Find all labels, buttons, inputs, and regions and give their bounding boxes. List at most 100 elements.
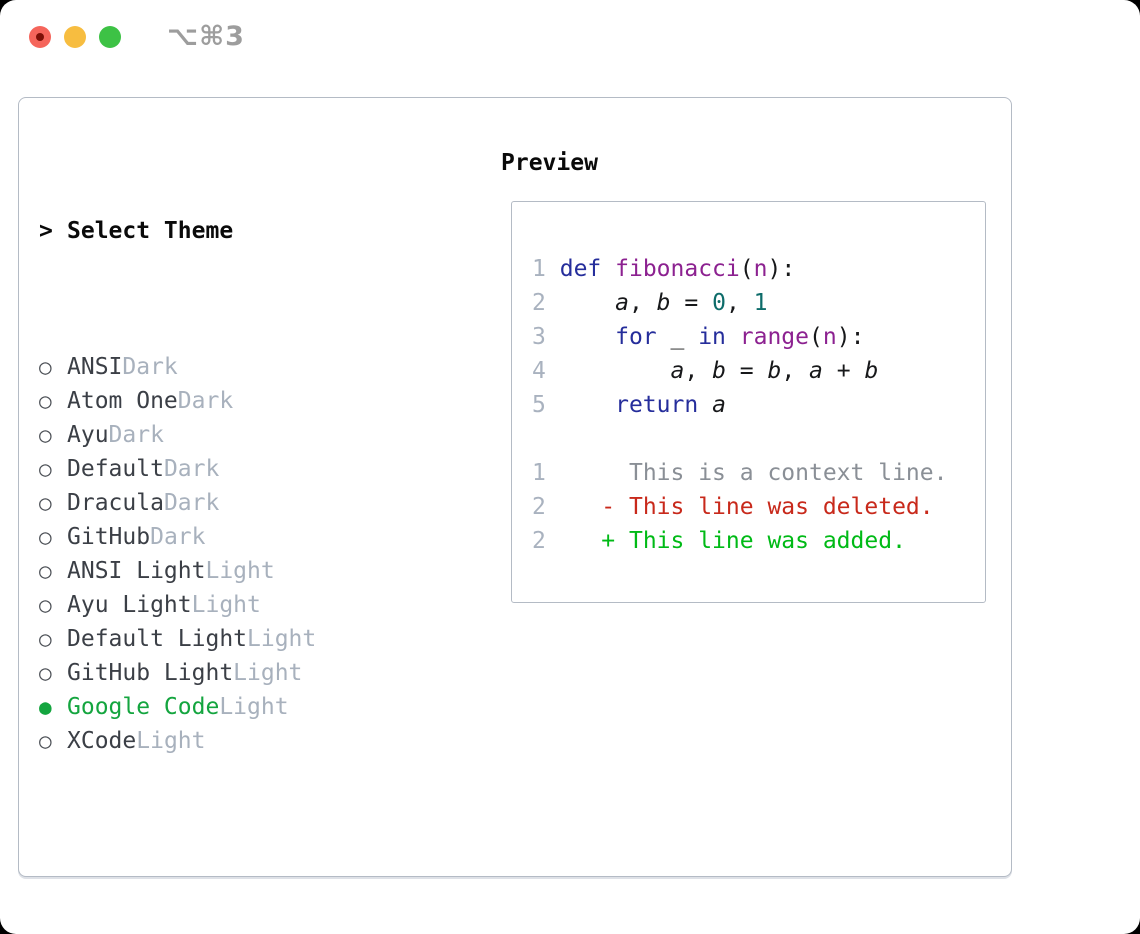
radio-icon: ○ <box>39 729 52 753</box>
diff-marker: - <box>601 494 616 520</box>
theme-option[interactable]: ○Default Dark <box>39 452 475 486</box>
code-token: ( <box>809 324 823 350</box>
preview-title: Preview <box>501 150 598 176</box>
theme-option-name: Dracula <box>67 490 164 516</box>
code-token: ): <box>836 324 865 350</box>
code-line: 1 def fibonacci(n): <box>532 252 947 286</box>
theme-option-name: XCode <box>67 728 137 754</box>
line-number: 2 <box>532 528 546 554</box>
theme-variant-badge: Light <box>233 660 303 686</box>
code-token: for <box>615 324 657 350</box>
radio-icon: ○ <box>39 525 52 549</box>
code-token: ): <box>767 256 796 282</box>
theme-picker-panel: > Select Theme ○ANSI Dark○Atom One Dark○… <box>18 97 1012 877</box>
window-shortcut-label: ⌥⌘3 <box>167 21 245 52</box>
theme-option[interactable]: ○ GitHub Dark <box>39 520 475 554</box>
theme-option-name: Google Code <box>67 694 220 720</box>
radio-icon: ○ <box>39 661 52 685</box>
diff-text: This line was deleted. <box>628 494 934 520</box>
theme-option[interactable]: ○Default Light Light <box>39 622 475 656</box>
theme-variant-badge: Dark <box>177 388 234 414</box>
theme-variant-badge: Dark <box>150 524 206 550</box>
code-token: , <box>628 290 657 316</box>
theme-option[interactable]: ○Ayu Light Light <box>39 588 475 622</box>
theme-variant-badge: Dark <box>163 490 220 516</box>
line-number: 5 <box>532 392 546 418</box>
select-theme-header: > Select Theme <box>39 214 475 248</box>
theme-variant-badge: Dark <box>163 456 220 482</box>
code-token <box>601 256 615 282</box>
code-token: in <box>698 324 726 350</box>
theme-variant-badge: Light <box>205 558 275 584</box>
diff-line: 2 + This line was added. <box>532 524 947 558</box>
theme-option-name: ANSI <box>67 354 123 380</box>
code-token <box>560 290 615 316</box>
diff-marker <box>601 460 615 486</box>
cursor-indicator: > <box>39 218 53 244</box>
code-token: b <box>864 358 879 384</box>
code-token: n <box>822 324 837 350</box>
code-token: n <box>753 256 768 282</box>
line-number: 1 <box>532 460 546 486</box>
zoom-button[interactable] <box>99 26 121 48</box>
code-token: , <box>781 358 810 384</box>
code-token: a <box>712 392 726 418</box>
line-number: 3 <box>532 324 546 350</box>
diff-line: 2 - This line was deleted. <box>532 490 947 524</box>
theme-variant-badge: Dark <box>108 422 164 448</box>
theme-option-name: ANSI Light <box>67 558 206 584</box>
theme-option-name: Ayu <box>67 422 109 448</box>
radio-icon: ○ <box>39 627 52 651</box>
theme-option[interactable]: ○ Atom One Dark <box>39 384 475 418</box>
theme-option-name: GitHub Light <box>67 660 234 686</box>
theme-option[interactable]: ○ ANSI Dark <box>39 350 475 384</box>
theme-options-group: ○ANSI Dark○Atom One Dark○Ayu Dark○Defaul… <box>39 350 475 758</box>
theme-option-name: GitHub <box>67 524 151 550</box>
theme-variant-badge: Light <box>136 728 206 754</box>
code-token: , <box>725 290 754 316</box>
code-token: 0 <box>712 290 726 316</box>
theme-option[interactable]: ●Google Code Light <box>39 690 475 724</box>
radio-icon: ○ <box>39 423 52 447</box>
theme-variant-badge: Dark <box>122 354 178 380</box>
code-token: a <box>809 358 823 384</box>
radio-icon: ○ <box>39 457 52 481</box>
code-token: _ <box>656 324 699 350</box>
theme-option[interactable]: ○Dracula Dark <box>39 486 475 520</box>
code-line: 5 return a <box>532 388 947 422</box>
theme-variant-badge: Light <box>247 626 317 652</box>
radio-icon: ○ <box>39 593 52 617</box>
theme-variant-badge: Light <box>191 592 261 618</box>
code-token: ( <box>739 256 754 282</box>
code-line: 4 a, b = b, a + b <box>532 354 947 388</box>
theme-option[interactable]: ○ XCode Light <box>39 724 475 758</box>
code-token: = <box>725 358 768 384</box>
line-number: 1 <box>532 256 546 282</box>
code-token <box>560 358 671 384</box>
code-token: + <box>822 358 865 384</box>
code-token: b <box>767 358 782 384</box>
line-number: 2 <box>532 290 546 316</box>
radio-icon: ○ <box>39 559 52 583</box>
radio-icon: ○ <box>39 389 52 413</box>
theme-option-name: Atom One <box>67 388 178 414</box>
code-token <box>560 324 615 350</box>
diff-text: This line was added. <box>628 528 906 554</box>
close-button[interactable] <box>29 26 51 48</box>
code-token <box>560 392 615 418</box>
theme-option[interactable]: ○ Ayu Dark <box>39 418 475 452</box>
code-token: range <box>739 324 810 350</box>
radio-icon: ○ <box>39 355 52 379</box>
code-token: b <box>656 290 671 316</box>
code-token: a <box>615 290 629 316</box>
line-number: 4 <box>532 358 546 384</box>
theme-variant-badge: Light <box>219 694 289 720</box>
theme-option[interactable]: ○ GitHub Light Light <box>39 656 475 690</box>
minimize-button[interactable] <box>64 26 86 48</box>
theme-option[interactable]: ○ ANSI Light Light <box>39 554 475 588</box>
blank-line <box>532 422 947 456</box>
code-token <box>698 392 712 418</box>
